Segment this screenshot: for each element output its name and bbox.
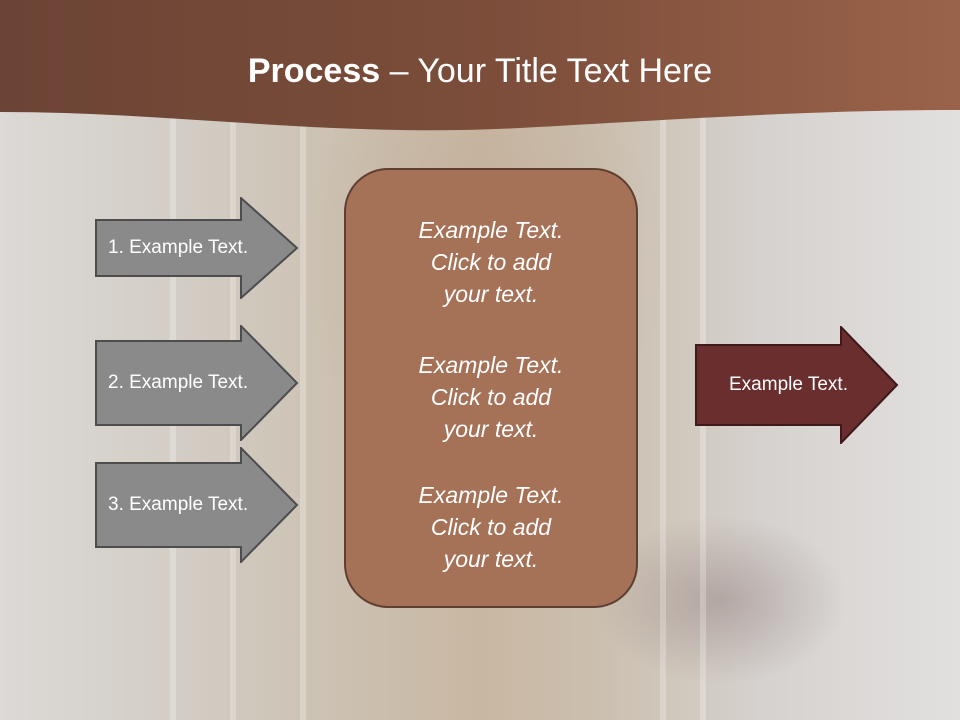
left-arrow-label: 1. Example Text. [108, 237, 249, 258]
arrow-shape [95, 197, 299, 299]
center-text-block-2: Example Text. Click to add your text. [346, 349, 636, 445]
block-line: Click to add [430, 249, 552, 275]
left-arrow-label: 3. Example Text. [108, 494, 249, 515]
arrow-shape [95, 325, 299, 441]
arrow-shape [95, 447, 299, 563]
block-line: Example Text. [418, 352, 564, 378]
block-line: your text. [443, 546, 539, 572]
block-line: Example Text. [418, 482, 564, 508]
left-arrow-3[interactable]: 3. Example Text. [95, 447, 299, 563]
page-title: Process – Your Title Text Here [0, 52, 960, 91]
block-line: Example Text. [418, 217, 564, 243]
center-text-block-3: Example Text. Click to add your text. [346, 479, 636, 575]
center-text-box[interactable]: Example Text. Click to add your text. Ex… [344, 168, 638, 608]
block-line: your text. [443, 416, 539, 442]
right-arrow-label: Example Text. [729, 374, 848, 395]
block-line: Click to add [430, 514, 552, 540]
title-bold: Process [247, 52, 381, 90]
left-arrow-2[interactable]: 2. Example Text. [95, 325, 299, 441]
arrow-shape [695, 326, 899, 444]
title-rest: – Your Title Text Here [380, 52, 713, 90]
left-arrow-label: 2. Example Text. [108, 372, 249, 393]
block-line: Click to add [430, 384, 552, 410]
block-line: your text. [443, 281, 539, 307]
center-text-block-1: Example Text. Click to add your text. [346, 214, 636, 310]
header-banner [0, 0, 960, 131]
right-arrow[interactable]: Example Text. [695, 326, 899, 444]
left-arrow-1[interactable]: 1. Example Text. [95, 197, 299, 299]
